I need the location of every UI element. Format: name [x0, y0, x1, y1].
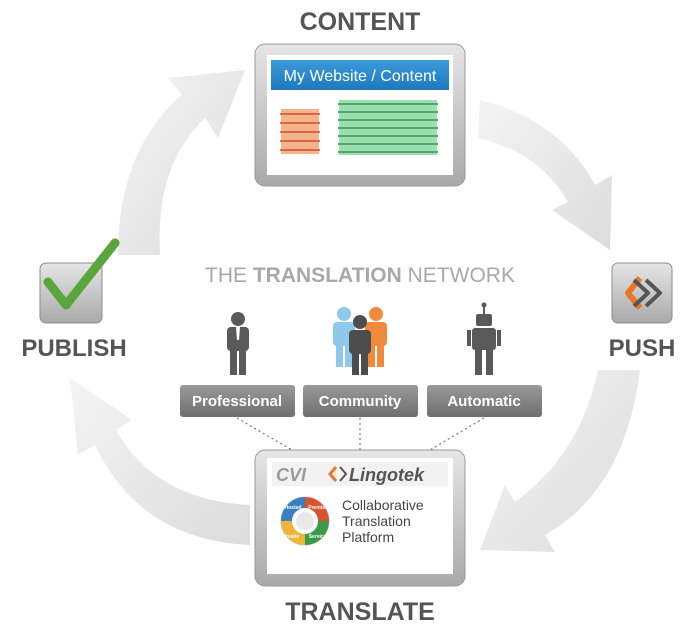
- publish-box: [39, 238, 120, 324]
- arrow-content-to-push: [478, 100, 612, 250]
- stage-content-label: CONTENT: [300, 8, 421, 36]
- network-type-community: Community: [303, 385, 418, 417]
- network-type-label: Automatic: [447, 393, 520, 410]
- content-window: My Website / Content: [254, 43, 466, 187]
- dotted-connectors: [236, 417, 485, 451]
- stage-translate-label: TRANSLATE: [285, 598, 435, 626]
- stage-publish-label: PUBLISH: [21, 335, 126, 362]
- robot-icon: [467, 302, 501, 375]
- arrow-publish-to-content: [118, 70, 245, 255]
- network-type-label: Professional: [192, 393, 282, 410]
- push-box: [611, 262, 673, 324]
- network-title: THE TRANSLATION NETWORK: [205, 264, 515, 287]
- ring-label-premise: Premise: [308, 505, 328, 511]
- arrow-translate-to-publish: [70, 378, 250, 545]
- platform-line-3: Platform: [342, 529, 394, 545]
- cycle-arrows: [70, 70, 640, 552]
- browser-title: My Website / Content: [284, 68, 437, 85]
- logo-cvi: CVI: [276, 465, 307, 485]
- network-type-automatic: Automatic: [427, 385, 542, 417]
- ring-label-inside: Inside: [285, 534, 300, 540]
- platform-window: CVI Lingotek Hosted Premise Inside Servi…: [254, 449, 466, 587]
- checkmark-icon: [43, 238, 120, 310]
- platform-ring-logo: Hosted Premise Inside Services: [280, 496, 330, 546]
- network-type-label: Community: [319, 393, 402, 410]
- person-icon: [227, 312, 249, 375]
- platform-line-1: Collaborative: [342, 497, 424, 513]
- arrow-push-to-translate: [480, 370, 640, 552]
- ring-label-services: Services: [309, 534, 330, 540]
- lingotek-chevron-icon: [328, 466, 338, 482]
- network-type-professional: Professional: [180, 385, 295, 417]
- ring-label-hosted: Hosted: [285, 505, 302, 511]
- platform-line-2: Translation: [342, 513, 411, 529]
- group-icon: [333, 307, 387, 375]
- logo-lingotek: Lingotek: [349, 465, 425, 485]
- network-title-emphasis: TRANSLATION: [253, 264, 402, 287]
- stage-push-label: PUSH: [609, 335, 676, 362]
- logo-bar: [272, 462, 448, 486]
